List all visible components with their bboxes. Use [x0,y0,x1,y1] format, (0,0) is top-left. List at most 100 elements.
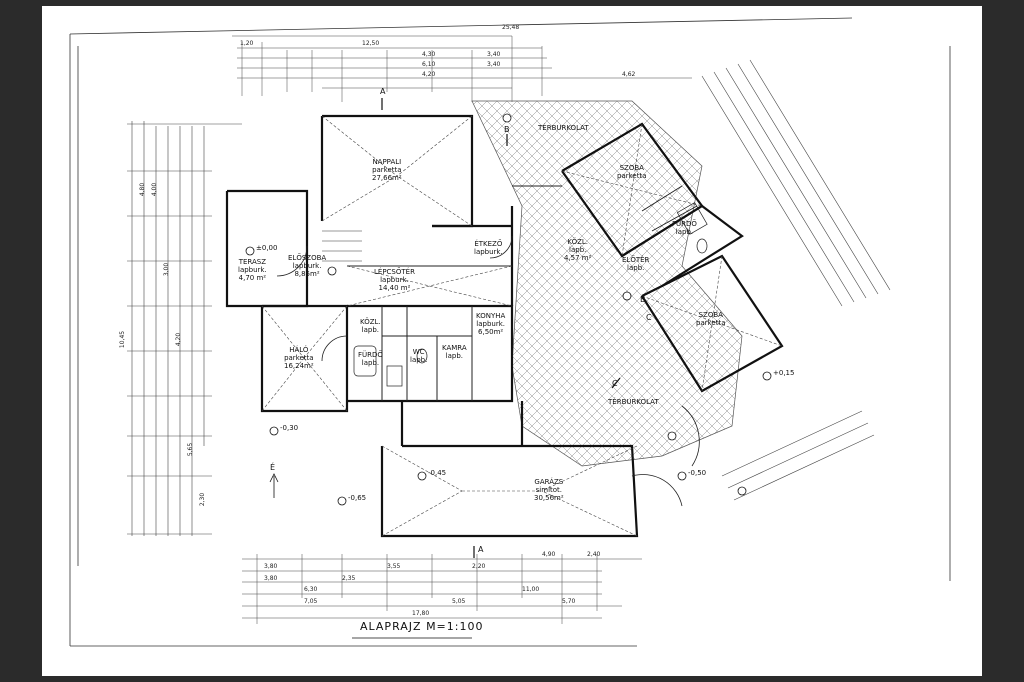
room-floor: lapb. [445,352,464,360]
dimension: 3,55 [387,563,401,570]
north-arrow-icon: É [270,463,276,472]
room-name: FÜRDŐ [672,220,697,228]
dimension: 6,30 [304,586,318,593]
dimension: 3,80 [264,575,278,582]
dimension: 5,65 [187,442,195,457]
section-mark: C [646,313,652,322]
dimension: 3,80 [264,563,278,570]
section-mark: A [380,87,386,96]
room-floor: lapb. [627,264,645,272]
dimension: 4,20 [175,332,183,347]
level-value: -0,30 [280,424,299,432]
room-floor: parketta [372,166,402,174]
room-area: 4,70 m² [238,274,267,282]
dimension: 2,35 [342,575,356,582]
dimension: 3,40 [487,51,501,58]
room-floor: lapb. [361,359,380,367]
dimension-total: 25,48 [502,24,520,31]
room-name: ELŐTÉR [622,256,650,264]
room-area: 14,40 m² [378,284,411,292]
dimension: 12,50 [362,40,380,47]
room-name: KÖZL. [567,238,589,246]
room-area: 6,50m² [478,328,504,336]
room-name: WC [412,348,425,356]
room-floor: lapburk. [476,320,505,328]
room-nappali: NAPPALI parketta 27,66m² [372,158,402,182]
room-name: GARÁZS [534,478,564,486]
room-kozlek: KÖZL. lapb. [360,318,381,334]
room-eloszoba: ELŐSZOBA lapburk. 8,85m² [288,254,326,278]
room-name: SZOBA [698,311,723,319]
room-name: NAPPALI [372,158,402,166]
dimension: 4,00 [151,182,159,197]
room-etkezo: ÉTKEZŐ lapburk. [474,240,503,256]
terrace-label: TÉRBURKOLAT [538,124,589,132]
dimension: 4,90 [542,551,556,558]
room-name: KÖZL. [360,318,381,326]
room-floor: lapburk. [238,266,267,274]
drawing-title: ALAPRAJZ M=1:100 [360,620,484,633]
room-name: SZOBA [619,164,644,172]
dimension: 4,30 [422,51,436,58]
level-value: -0,45 [428,469,447,477]
room-floor: lapb. [361,326,379,334]
section-mark: B [640,295,646,304]
room-name: KONYHA [476,312,506,320]
dimension: 5,70 [562,598,576,605]
room-furdo: FÜRDŐ lapb. [358,351,383,367]
dimension-total: 17,80 [412,610,430,617]
room-szoba-lower: SZOBA parketta [696,311,726,327]
room-halo: HÁLÓ parketta 16,24m² [284,346,314,370]
dimension: 7,05 [304,598,318,605]
drawing-sheet: NAPPALI parketta 27,66m² TERASZ lapburk.… [42,6,982,676]
room-name: ÉTKEZŐ [474,240,503,248]
level-value: ±0,00 [256,244,278,252]
dimension-total: 10,45 [119,330,127,349]
room-floor: parketta [284,354,314,362]
room-floor: lapburk. [292,262,322,270]
room-name: KAMRA [442,344,467,352]
room-area: 30,56m² [534,494,564,502]
room-floor: simítot. [535,486,563,494]
dimension: 3,00 [163,262,171,277]
dimension: 4,20 [422,71,436,78]
room-floor: parketta [696,319,726,327]
room-terasz: TERASZ lapburk. 4,70 m² [238,258,267,282]
room-lepcsoter: LÉPCSŐTÉR lapburk. 14,40 m² [374,268,415,292]
room-konyha: KONYHA lapburk. 6,50m² [476,312,505,336]
room-wc: WC lapb. [410,348,427,364]
room-furdo-right: FÜRDŐ lapb. [672,220,697,236]
dimension: 2,30 [199,492,207,507]
room-area: 8,85m² [294,270,320,278]
level-value: +0,15 [773,369,795,377]
room-floor: lapb. [675,228,694,236]
dimension: 1,20 [240,40,254,47]
section-mark: C [612,379,618,388]
dimension: 6,10 [422,61,436,68]
dimension: 2,40 [587,551,601,558]
dimension: 2,20 [472,563,486,570]
room-area: 16,24m² [284,362,314,370]
dimension: 4,80 [139,182,147,197]
room-garazs: GARÁZS simítot. 30,56m² [534,478,564,502]
room-eloter-right: ELŐTÉR lapb. [622,256,649,272]
room-floor: lapb. [410,356,428,364]
room-kozl-right: KÖZL. lapb. 4,57 m² [564,238,591,262]
level-value: -0,50 [688,469,707,477]
dimension: 11,00 [522,586,540,593]
floor-plan [69,17,951,647]
dimension: 3,40 [487,61,501,68]
dimension: 4,62 [622,71,636,78]
terrace-label: TÉRBURKOLAT [608,398,659,406]
room-name: HÁLÓ [289,346,309,354]
dimension: 5,05 [452,598,466,605]
room-area: 4,57 m² [564,254,592,262]
section-mark: B [504,125,510,134]
room-name: FÜRDŐ [358,351,383,359]
room-floor: parketta [617,172,647,180]
level-value: -0,65 [348,494,367,502]
room-floor: lapburk. [380,276,409,284]
room-name: ELŐSZOBA [288,254,327,262]
room-szoba-right: SZOBA parketta [617,164,647,180]
room-floor: lapb. [569,246,587,254]
